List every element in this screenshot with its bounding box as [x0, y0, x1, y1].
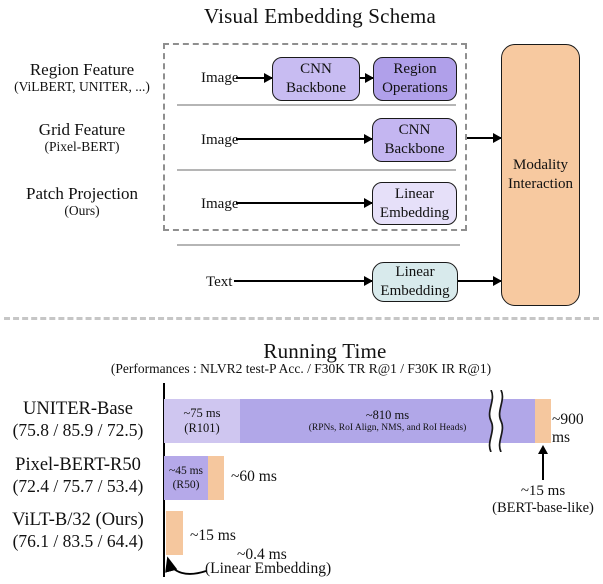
- image-input-label: Image: [201, 132, 239, 148]
- bar-total-label: ~900 ms: [552, 411, 584, 446]
- bar-label-pixelbert: Pixel-BERT-R50 (72.4 / 75.7 / 53.4): [0, 455, 156, 496]
- divider-line: [177, 169, 456, 171]
- box-label: CNN: [398, 122, 431, 138]
- box-label: Embedding: [380, 283, 450, 299]
- annotation-detail: (Linear Embedding): [205, 560, 332, 577]
- box-label: Backbone: [384, 141, 445, 157]
- row-label-text: Grid Feature: [38, 120, 126, 139]
- arrow-right-icon: [236, 134, 373, 144]
- row-label-patch-projection: Patch Projection (Ours): [6, 184, 158, 218]
- bar-segment: ~75 ms (R101): [164, 399, 240, 443]
- box-label: CNN: [300, 61, 332, 77]
- divider-line: [177, 244, 460, 246]
- row-label-detail: (Ours): [64, 203, 100, 218]
- arrow-right-icon: [234, 276, 373, 286]
- model-performance: (76.1 / 83.5 / 64.4): [12, 531, 144, 551]
- region-operations-box: Region Operations: [373, 57, 457, 101]
- bert-annotation: ~15 ms (BERT-base-like): [478, 483, 603, 516]
- annotation-value: ~0.4 ms: [237, 546, 287, 563]
- image-input-label: Image: [201, 70, 239, 86]
- segment-detail: (R50): [172, 479, 200, 491]
- divider-line: [177, 104, 456, 106]
- modality-interaction-box: Modality Interaction: [501, 44, 580, 306]
- bar-segment: ~45 ms (R50): [164, 456, 208, 500]
- box-label: Linear: [394, 185, 435, 202]
- cnn-backbone-box: CNN Backbone: [372, 118, 457, 162]
- bar-segment: [535, 399, 551, 443]
- chart-title: Running Time: [263, 339, 387, 363]
- bar-total-label: ~60 ms: [231, 468, 277, 485]
- box-label: Region: [393, 61, 437, 77]
- row-label-detail: (ViLBERT, UNITER, ...): [14, 79, 150, 94]
- schema-title: Visual Embedding Schema: [204, 4, 436, 28]
- box-label: Embedding: [379, 204, 450, 221]
- row-label-detail: (Pixel-BERT): [44, 139, 120, 154]
- model-performance: (75.8 / 85.9 / 72.5): [12, 420, 144, 440]
- bar-segment: [208, 456, 224, 500]
- row-label-text: Patch Projection: [26, 184, 138, 203]
- bar-segment: [166, 511, 183, 555]
- model-performance: (72.4 / 75.7 / 53.4): [12, 476, 144, 496]
- box-label: Interaction: [508, 176, 573, 192]
- linear-embedding-text-box: Linear Embedding: [372, 262, 458, 302]
- axis-break-icon: [488, 390, 504, 452]
- row-label-grid-feature: Grid Feature (Pixel-BERT): [6, 120, 158, 154]
- bar-label-vilt: ViLT-B/32 (Ours) (76.1 / 83.5 / 64.4): [0, 510, 156, 551]
- chart-subtitle: (Performances : NLVR2 test-P Acc. / F30K…: [110, 361, 492, 376]
- annotation-detail: (BERT-base-like): [492, 500, 594, 516]
- box-label: Modality: [513, 157, 568, 173]
- arrow-right-icon: [458, 276, 502, 286]
- segment-value: ~75 ms: [183, 406, 221, 420]
- curved-arrow-icon: [165, 556, 207, 575]
- segment-detail: (R101): [184, 421, 220, 435]
- cnn-backbone-box: CNN Backbone: [272, 57, 360, 101]
- arrow-right-icon: [236, 73, 273, 83]
- bar-total-label: ~15 ms: [190, 527, 236, 544]
- arrow-right-icon: [360, 73, 374, 83]
- row-label-text: Region Feature: [29, 60, 135, 79]
- text-input-label: Text: [206, 274, 233, 290]
- segment-value: ~810 ms: [365, 408, 410, 422]
- visual-embedders-dashed-box: [163, 43, 467, 231]
- bar-label-uniter: UNITER-Base (75.8 / 85.9 / 72.5): [0, 399, 156, 440]
- bar-segment: ~810 ms (RPNs, RoI Align, NMS, and RoI H…: [240, 399, 535, 443]
- linear-embedding-image-box: Linear Embedding: [372, 182, 457, 225]
- arrow-right-icon: [236, 198, 373, 208]
- image-input-label: Image: [201, 196, 239, 212]
- segment-value: ~45 ms: [168, 465, 204, 477]
- arrow-right-icon: [467, 133, 502, 143]
- model-name: UNITER-Base: [23, 399, 133, 419]
- section-separator: [4, 317, 599, 320]
- box-label: Backbone: [286, 80, 346, 96]
- model-name: ViLT-B/32 (Ours): [12, 510, 144, 530]
- segment-detail: (RPNs, RoI Align, NMS, and RoI Heads): [308, 423, 467, 433]
- box-label: Linear: [395, 264, 435, 280]
- row-label-region-feature: Region Feature (ViLBERT, UNITER, ...): [6, 60, 158, 94]
- box-label: Operations: [382, 80, 448, 96]
- annotation-value: ~15 ms: [520, 483, 566, 499]
- model-name: Pixel-BERT-R50: [15, 455, 141, 475]
- up-arrow-icon: [538, 445, 548, 480]
